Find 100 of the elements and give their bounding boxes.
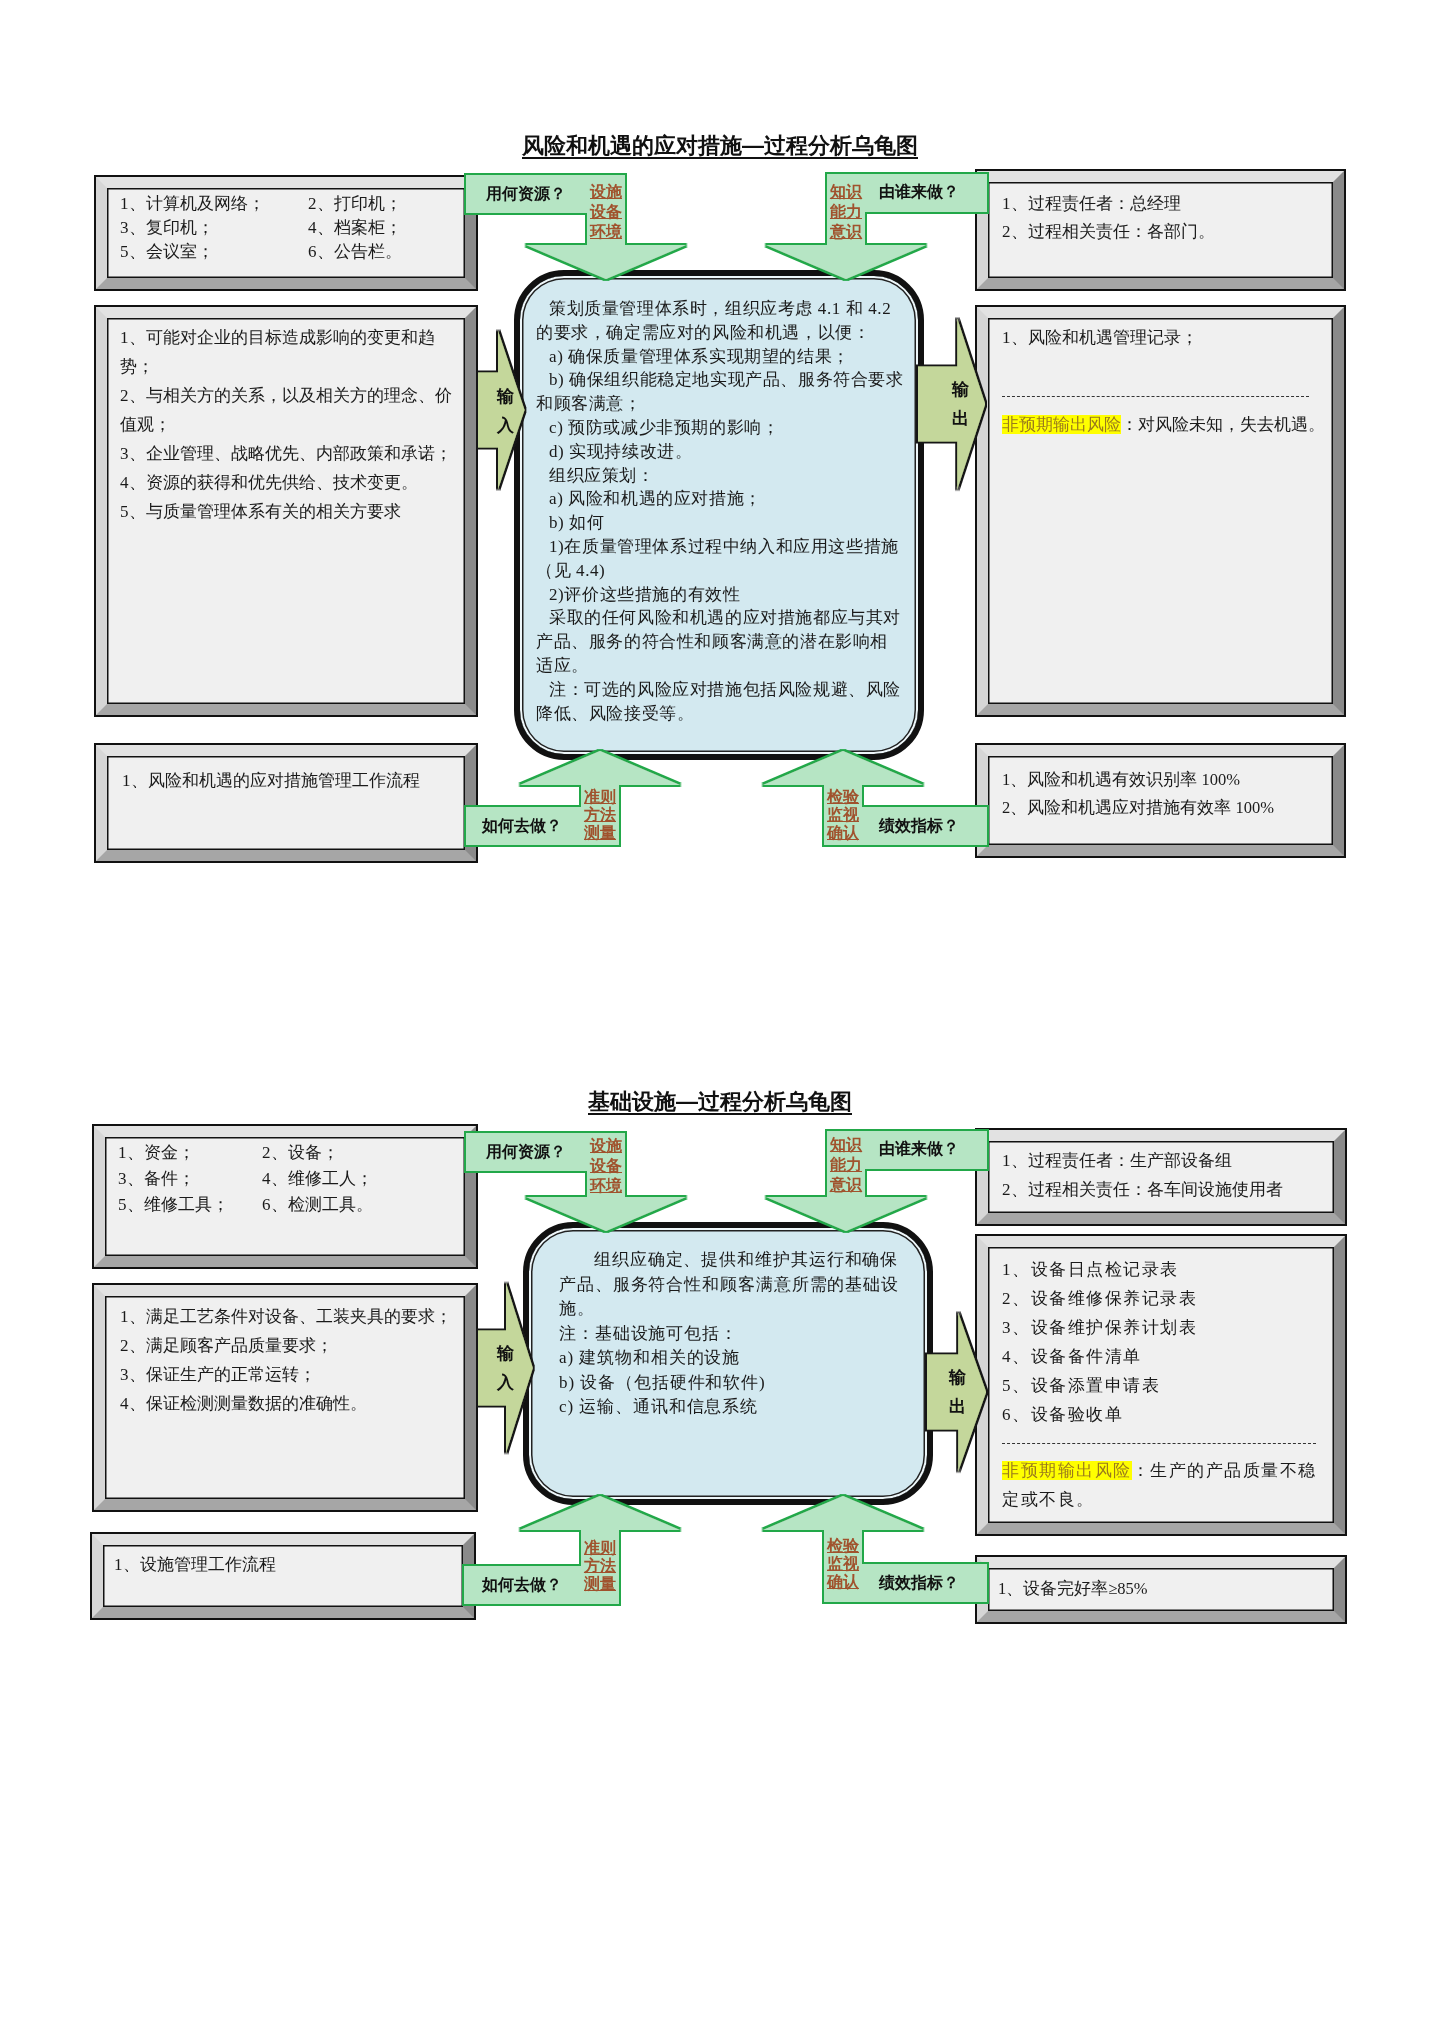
indicator-box — [975, 743, 1346, 858]
process-box — [523, 1222, 933, 1505]
keyword-text: 知识 — [830, 183, 862, 201]
keyword-text: 环境 — [590, 223, 622, 241]
block-arrow — [478, 329, 525, 491]
list-item: 4、资源的获得和优先供给、技术变更。 — [120, 472, 419, 494]
list-item: 3、设备维护保养计划表 — [1002, 1317, 1198, 1339]
list-item: 6、公告栏。 — [308, 241, 403, 263]
list-item: 6、检测工具。 — [262, 1194, 374, 1216]
list-item: 4、保证检测测量数据的准确性。 — [120, 1393, 368, 1415]
paragraph: 1)在质量管理体系过程中纳入和应用这些措施（见 4.4) — [536, 535, 900, 582]
block-arrow — [766, 1131, 987, 1232]
list-item: 1、资金； — [118, 1142, 196, 1164]
keyword-text: 监视 — [827, 1555, 859, 1573]
keyword-text: 准则 — [584, 1539, 616, 1557]
list-item: 6、设备验收单 — [1002, 1404, 1124, 1426]
list-item: 2、设备维修保养记录表 — [1002, 1288, 1198, 1310]
input-box — [94, 305, 478, 717]
keyword-text: 确认 — [827, 1573, 859, 1591]
keyword-text: 能力 — [830, 203, 862, 221]
keyword-text: 检验 — [827, 788, 859, 806]
block-arrow — [918, 318, 986, 490]
block-arrow — [466, 1133, 686, 1232]
paragraph: c) 预防或减少非预期的影响； — [548, 417, 781, 439]
list-item: 1、过程责任者：生产部设备组 — [1002, 1150, 1233, 1172]
list-item: 4、档案柜； — [308, 217, 403, 239]
keyword-text: 设施 — [590, 183, 622, 201]
block-arrow — [927, 1312, 987, 1472]
list-item: 2、与相关方的关系，以及相关方的理念、价值观； — [120, 385, 453, 436]
method-box — [94, 743, 478, 863]
keyword-text: 测量 — [584, 824, 616, 842]
paragraph: c) 运输、通讯和信息系统 — [559, 1396, 760, 1418]
list-item: 4、维修工人； — [262, 1168, 374, 1190]
keyword-text: 知识 — [830, 1136, 862, 1154]
list-item: 3、备件； — [118, 1168, 196, 1190]
note-text: 非预期输出风险：对风险未知，失去机遇。 — [1002, 414, 1326, 436]
input-box — [92, 1283, 478, 1512]
paragraph: a) 风险和机遇的应对措施； — [548, 488, 763, 511]
keyword-text: 确认 — [827, 824, 859, 842]
owner-box — [975, 169, 1346, 291]
list-item: 1、风险和机遇的应对措施管理工作流程 — [122, 770, 421, 792]
paragraph: b) 设备（包括硬件和软件) — [559, 1371, 767, 1394]
keyword-text: 环境 — [590, 1177, 622, 1195]
keyword-text: 意识 — [830, 223, 862, 241]
list-item: 2、满足顾客产品质量要求； — [120, 1335, 334, 1357]
list-item: 1、满足工艺条件对设备、工装夹具的要求； — [120, 1306, 453, 1328]
paragraph: d) 实现持续改进。 — [548, 440, 694, 463]
paragraph: a) 确保质量管理体系实现期望的结果； — [548, 345, 851, 368]
list-item: 1、设备完好率≥85% — [998, 1578, 1149, 1600]
keyword-text: 能力 — [830, 1156, 862, 1174]
keyword-text: 设备 — [590, 1157, 622, 1175]
paragraph: a) 建筑物和相关的设施 — [559, 1347, 742, 1369]
list-item: 4、设备备件清单 — [1002, 1346, 1143, 1368]
list-item: 1、过程责任者：总经理 — [1002, 193, 1182, 215]
paragraph: 组织应策划： — [548, 464, 656, 487]
list-item: 2、过程相关责任：各车间设施使用者 — [1002, 1179, 1284, 1201]
list-item: 2、过程相关责任：各部门。 — [1002, 221, 1216, 243]
list-item: 1、设备日点检记录表 — [1002, 1259, 1180, 1281]
paragraph: 采取的任何风险和机遇的应对措施都应与其对产品、服务的符合性和顾客满意的潜在影响相适应。 — [536, 607, 902, 677]
keyword-text: 监视 — [827, 806, 859, 824]
list-item: 5、维修工具； — [118, 1194, 230, 1216]
paragraph: b) 如何 — [548, 512, 606, 535]
block-arrow — [766, 174, 987, 280]
paragraph: 注：基础设施可包括： — [559, 1322, 739, 1345]
keyword-text: 设备 — [590, 203, 622, 221]
block-arrow — [763, 750, 987, 845]
list-item: 1、计算机及网络； — [120, 193, 266, 215]
process-box — [514, 270, 924, 760]
keyword-text: 测量 — [584, 1575, 616, 1593]
block-arrow — [478, 1282, 533, 1454]
list-item: 1、风险和机遇管理记录； — [1002, 327, 1199, 349]
output-box — [975, 305, 1346, 717]
list-item: 1、风险和机遇有效识别率 100% — [1002, 769, 1241, 791]
block-arrow — [466, 750, 680, 845]
list-item: 1、设施管理工作流程 — [114, 1554, 277, 1576]
paragraph: 注：可选的风险应对措施包括风险规避、风险降低、风险接受等。 — [536, 678, 902, 725]
list-item: 3、保证生产的正常运转； — [120, 1364, 317, 1386]
note-text: 非预期输出风险：生产的产品质量不稳定或不良。 — [1002, 1460, 1318, 1511]
resource-box — [94, 175, 478, 291]
block-arrow — [464, 1495, 680, 1604]
list-item: 2、设备； — [262, 1142, 340, 1164]
paragraph: 组织应确定、提供和维护其运行和确保产品、服务符合性和顾客满意所需的基础设施。 — [559, 1249, 901, 1320]
list-item: 5、会议室； — [120, 241, 215, 263]
block-arrow — [466, 175, 686, 280]
list-item: 3、企业管理、战略优先、内部政策和承诺； — [120, 443, 453, 465]
keyword-text: 意识 — [830, 1176, 862, 1194]
indicator-box — [975, 1555, 1347, 1624]
keyword-text: 准则 — [584, 788, 616, 806]
list-item: 2、打印机； — [308, 193, 403, 215]
section-heading: 基础设施—过程分析乌龟图 — [588, 1088, 852, 1116]
section-heading: 风险和机遇的应对措施—过程分析乌龟图 — [522, 132, 918, 160]
list-item: 1、可能对企业的目标造成影响的变更和趋势； — [120, 327, 436, 378]
block-arrow — [763, 1495, 987, 1602]
paragraph: 2)评价这些措施的有效性 — [548, 583, 742, 606]
method-box — [90, 1532, 476, 1620]
keyword-text: 方法 — [584, 806, 616, 824]
keyword-text: 设施 — [590, 1137, 622, 1155]
list-item: 2、风险和机遇应对措施有效率 100% — [1002, 797, 1275, 819]
output-box — [975, 1234, 1347, 1536]
list-item: 5、设备添置申请表 — [1002, 1375, 1161, 1397]
